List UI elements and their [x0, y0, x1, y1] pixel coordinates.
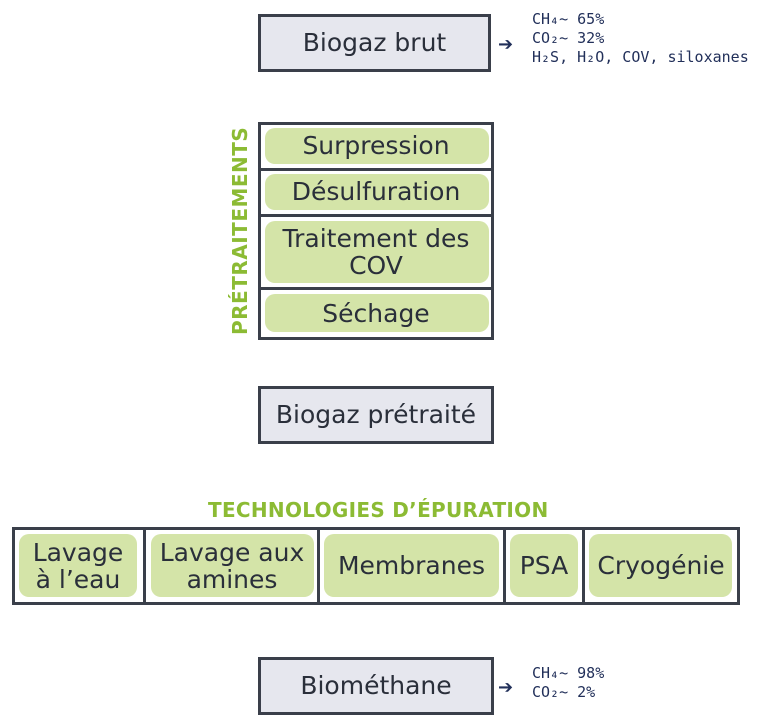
tech-membranes: Membranes	[320, 530, 503, 602]
traitement-cov-fill	[265, 221, 489, 283]
divider	[582, 527, 585, 605]
biomethane-box: Biométhane	[258, 657, 494, 715]
surpression-fill	[265, 128, 489, 164]
tech-membranes-label: Membranes	[337, 551, 486, 581]
tech-lavage-amines-label: Lavage aux amines	[159, 537, 305, 594]
tech-lavage-eau: Lavage à l’eau	[14, 530, 142, 602]
tech-psa-label: PSA	[519, 551, 569, 581]
arrow-right-icon: ➔	[498, 34, 514, 55]
biogaz-brut-label: Biogaz brut	[302, 28, 447, 58]
tech-1-fill	[19, 534, 137, 597]
pretraitements-heading: PRÉTRAITEMENTS	[228, 126, 252, 335]
biogaz-brut-box: Biogaz brut	[258, 14, 491, 72]
arrow-right-icon: ➔	[498, 677, 514, 698]
biomethane-label: Biométhane	[300, 671, 452, 701]
tech-4-fill	[510, 534, 578, 597]
tech-5-fill	[589, 534, 732, 597]
tech-cryogenie: Cryogénie	[585, 530, 737, 602]
divider	[317, 527, 320, 605]
biogaz-pretraite-box: Biogaz prétraité	[258, 386, 494, 444]
brut-others-note: H₂S, H₂O, COV, siloxanes	[532, 48, 749, 66]
tech-3-fill	[324, 534, 499, 597]
divider	[503, 527, 506, 605]
surpression-step: Surpression	[258, 124, 494, 168]
tech-cryogenie-label: Cryogénie	[597, 551, 725, 581]
brut-composition-note: CH₄~ 65% CO₂~ 32% H₂S, H₂O, COV, siloxan…	[532, 10, 749, 67]
biomethane-ch4-note: CH₄~ 98%	[532, 664, 605, 682]
divider	[258, 287, 494, 290]
desulfuration-label: Désulfuration	[291, 177, 461, 207]
brut-ch4-note: CH₄~ 65%	[532, 10, 605, 28]
sechage-label: Séchage	[322, 298, 430, 328]
tech-psa: PSA	[506, 530, 582, 602]
technologies-heading: TECHNOLOGIES D’ÉPURATION	[208, 498, 549, 522]
divider	[258, 168, 494, 171]
tech-2-fill	[151, 534, 314, 597]
biogaz-pretraite-label: Biogaz prétraité	[275, 400, 477, 430]
biomethane-composition-note: CH₄~ 98% CO₂~ 2%	[532, 664, 604, 702]
traitement-cov-label: Traitement des COV	[282, 223, 470, 280]
desulfuration-step: Désulfuration	[258, 170, 494, 214]
divider	[143, 527, 146, 605]
brut-co2-note: CO₂~ 32%	[532, 29, 605, 47]
desulfuration-fill	[265, 174, 489, 210]
tech-lavage-eau-label: Lavage à l’eau	[32, 537, 124, 594]
traitement-cov-step: Traitement des COV	[268, 217, 484, 287]
divider	[258, 214, 494, 217]
surpression-label: Surpression	[302, 131, 450, 161]
sechage-fill	[265, 294, 489, 332]
tech-lavage-amines: Lavage aux amines	[146, 530, 318, 602]
sechage-step: Séchage	[258, 290, 494, 337]
biomethane-co2-note: CO₂~ 2%	[532, 683, 596, 701]
